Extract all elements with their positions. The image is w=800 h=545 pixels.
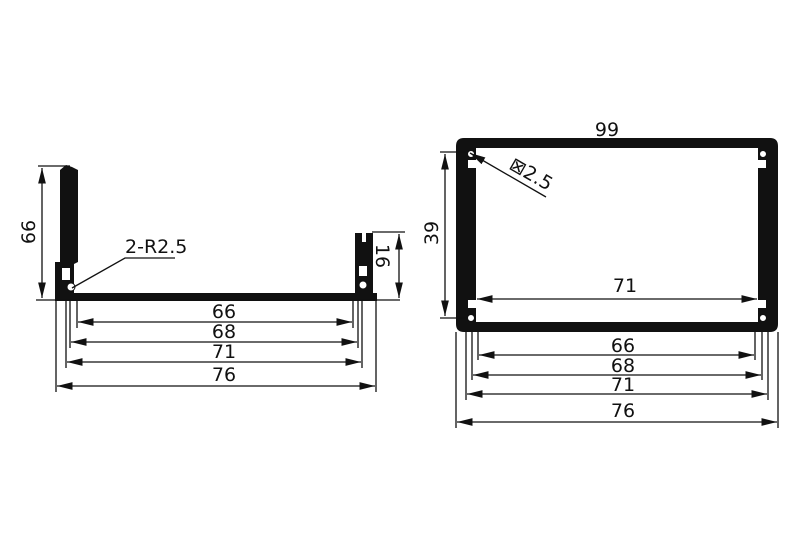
left-height-label: 66 — [18, 220, 40, 244]
left-profile — [55, 165, 377, 301]
left-wall — [55, 165, 78, 300]
base-plate — [55, 293, 377, 301]
right-height-label: 39 — [421, 221, 443, 245]
hole-top-right — [759, 150, 767, 158]
right-width-71: 71 — [611, 374, 635, 396]
short-wall-label: 16 — [371, 244, 393, 268]
hole-bottom-right — [759, 314, 767, 322]
right-screw-hole — [358, 280, 368, 290]
top-right-slot — [756, 160, 766, 168]
right-width-68: 68 — [611, 355, 635, 377]
right-profile — [456, 138, 778, 332]
right-width-76: 76 — [611, 400, 635, 422]
left-width-76: 76 — [212, 364, 236, 386]
inner-width-label: 71 — [613, 275, 637, 297]
left-dimensions: 66 16 2-R2.5 66 68 71 76 — [18, 165, 405, 392]
enclosure-frame — [456, 138, 778, 332]
bottom-left-slot — [468, 300, 478, 308]
left-width-68: 68 — [212, 321, 236, 343]
right-width-66: 66 — [611, 335, 635, 357]
hole-bottom-left — [467, 314, 475, 322]
radius-note: 2-R2.5 — [125, 236, 187, 258]
top-label: 99 — [595, 119, 619, 141]
bottom-right-slot — [756, 300, 766, 308]
left-width-66: 66 — [212, 301, 236, 323]
left-width-71: 71 — [212, 341, 236, 363]
hole-note: ⊠2.5 — [506, 153, 557, 195]
top-left-slot — [468, 160, 478, 168]
